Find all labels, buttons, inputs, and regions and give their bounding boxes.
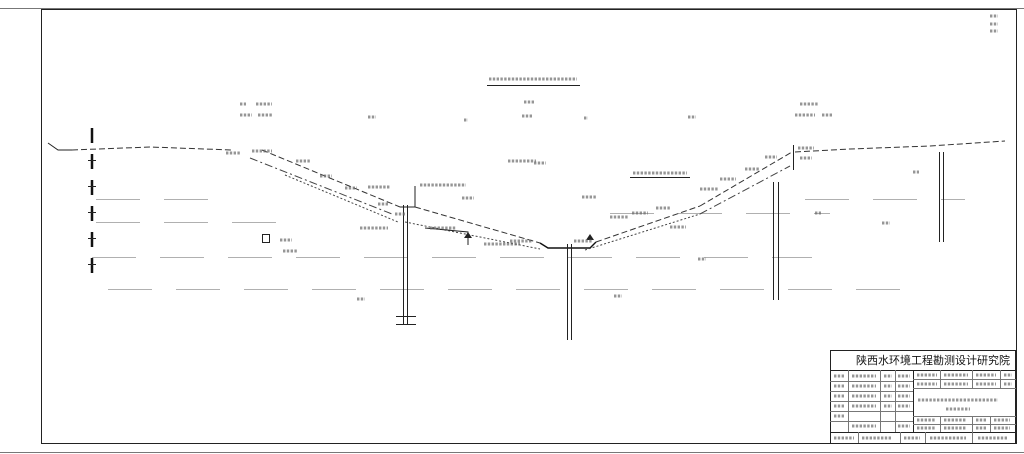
left-toe-marker [464, 232, 472, 238]
bed-marker [586, 234, 594, 240]
right-lower-slope-lower [584, 213, 701, 251]
institute-name: 陕西水环境工程勘测设计研究院 [856, 353, 1010, 367]
title-block-border [830, 350, 1016, 444]
legend-symbol [262, 234, 270, 243]
left-lower-slope-upper [414, 206, 541, 244]
pile-left [396, 205, 416, 325]
channel-bed [539, 241, 597, 249]
left-slope-line-middle [249, 157, 393, 215]
left-lower-slope-lower [404, 221, 541, 250]
pile-center [567, 244, 572, 340]
left-toe-wall [424, 227, 469, 245]
ground-line-left-dashed [71, 146, 233, 151]
title-block: 陕西水环境工程勘测设计研究院 [830, 350, 1016, 444]
right-upper-slope-lower [699, 165, 791, 215]
left-berm [400, 186, 416, 208]
drawing-frame [41, 9, 1017, 444]
left-slope-line-lower [284, 174, 399, 223]
elevation-scale [88, 128, 96, 282]
pile-right [773, 182, 779, 300]
ground-line-right [794, 140, 1006, 153]
ground-line-left [47, 142, 72, 151]
illegible-annotations [226, 14, 1012, 440]
right-lower-slope-upper [595, 205, 701, 243]
pile-far-right [939, 152, 944, 242]
left-slope-line-upper [261, 149, 401, 208]
